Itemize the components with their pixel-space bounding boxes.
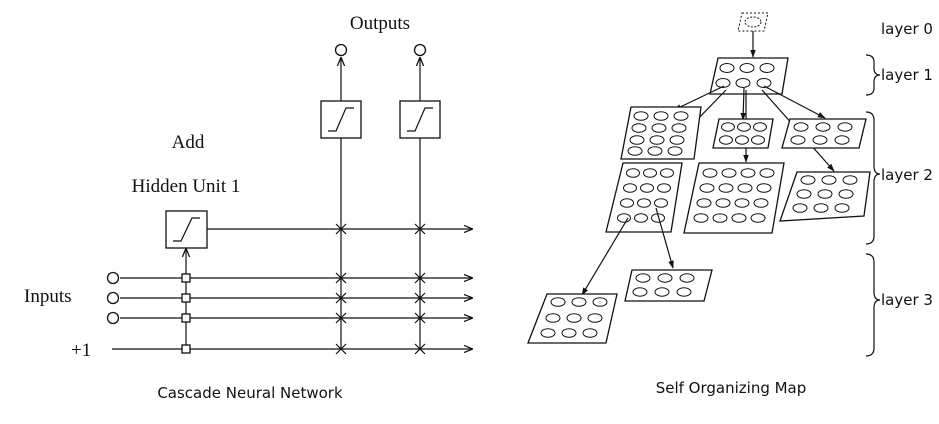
sigmoid-icon bbox=[407, 107, 433, 132]
layer3-label: layer 3 bbox=[881, 291, 933, 309]
layer-brackets bbox=[865, 54, 881, 357]
layer2-label: layer 2 bbox=[881, 166, 933, 184]
connection-square bbox=[181, 293, 191, 303]
connection-square bbox=[181, 313, 191, 323]
outputs-label: Outputs bbox=[350, 13, 410, 34]
layer2-neurons bbox=[792, 175, 858, 213]
add-label: Add bbox=[172, 132, 205, 153]
som-caption: Self Organizing Map bbox=[656, 379, 807, 397]
output-node-1 bbox=[334, 43, 348, 57]
hidden-unit-box bbox=[165, 210, 208, 249]
connection-square bbox=[181, 273, 191, 283]
layer2-bracket bbox=[865, 111, 881, 245]
hidden-unit-label: Hidden Unit 1 bbox=[132, 176, 241, 197]
layer1-bracket bbox=[865, 54, 881, 96]
layer2-neurons bbox=[693, 168, 775, 223]
cascade-network: Outputs Add Hidden Unit 1 Inputs +1 Casc… bbox=[24, 13, 472, 402]
bias-label: +1 bbox=[71, 340, 91, 361]
layer3-bracket bbox=[865, 253, 881, 357]
layer3-neurons bbox=[540, 297, 608, 338]
layer0-neuron bbox=[744, 16, 762, 28]
layer3-neurons bbox=[632, 273, 695, 297]
connection-square bbox=[181, 344, 191, 354]
layer0-map bbox=[737, 12, 769, 32]
input-node-1 bbox=[106, 271, 120, 285]
inputs-label: Inputs bbox=[24, 286, 72, 307]
cascade-caption: Cascade Neural Network bbox=[157, 384, 343, 402]
layer2-neurons bbox=[790, 122, 853, 145]
som-diagram: layer 0 layer 1 layer 2 layer 3 Self Org… bbox=[527, 12, 933, 397]
som-arrows-l2-l3 bbox=[581, 207, 674, 296]
output-node-2 bbox=[413, 43, 427, 57]
input-node-3 bbox=[106, 311, 120, 325]
layer2-neurons bbox=[719, 122, 767, 145]
layer2-neurons bbox=[627, 111, 689, 156]
layer1-label: layer 1 bbox=[881, 66, 933, 84]
layer1-neurons bbox=[715, 63, 775, 88]
sigmoid-icon bbox=[328, 107, 354, 132]
layer2-neurons bbox=[617, 168, 674, 223]
layer0-label: layer 0 bbox=[881, 20, 933, 38]
input-node-2 bbox=[106, 291, 120, 305]
sigmoid-icon bbox=[173, 217, 200, 242]
frozen-connection-crosses bbox=[335, 223, 426, 355]
